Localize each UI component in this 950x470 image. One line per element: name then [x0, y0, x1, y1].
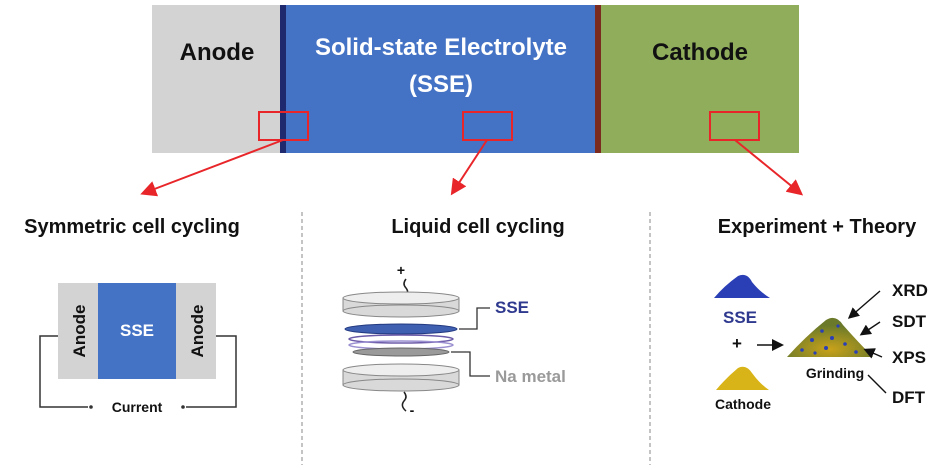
minus-terminal: -: [410, 402, 415, 418]
current-wire: [39, 335, 237, 408]
cathode-powder-label: Cathode: [715, 396, 771, 412]
highlight-box-sse: [462, 111, 513, 141]
top-battery-bar: Anode Solid-state Electrolyte (SSE) Cath…: [152, 5, 799, 153]
liquid-title: Liquid cell cycling: [391, 216, 564, 238]
technique-xrd: XRD: [892, 281, 928, 300]
cathode-region: [601, 5, 799, 153]
symmetric-cell: Anode SSE Anode Current: [39, 283, 237, 415]
mixture-speckles: [800, 324, 858, 355]
xps-arrow: [863, 348, 883, 359]
sse-region: [286, 5, 596, 153]
cathode-powder-pile: [716, 366, 769, 390]
current-label: Current: [112, 399, 163, 415]
sse-label-line1: Solid-state Electrolyte: [315, 34, 567, 61]
highlight-box-anode-interface: [258, 111, 309, 141]
right-anode-block: [176, 283, 216, 379]
wire-dot-left: [89, 405, 93, 409]
bottom-lead: [401, 391, 407, 412]
left-anode-block: [58, 283, 98, 379]
top-cap-face: [342, 291, 460, 305]
cathode-label: Cathode: [652, 39, 748, 66]
dft-connector: [867, 374, 887, 394]
sse-cathode-interface: [595, 5, 601, 153]
technique-xps: XPS: [892, 348, 926, 367]
separator-disc-1: [348, 334, 454, 344]
sse-label-line2: (SSE): [409, 71, 473, 98]
arrow-to-experiment: [734, 139, 804, 196]
plus-terminal: +: [397, 262, 405, 278]
experiment-title: Experiment + Theory: [718, 216, 917, 238]
liquid-cell: + - SSE Na metal: [342, 262, 566, 418]
sse-block-label: SSE: [120, 321, 154, 340]
sse-block: [98, 283, 176, 379]
sse-powder-label: SSE: [723, 308, 757, 327]
arrow-to-liquid: [450, 139, 488, 196]
experiment-theory: SSE + Cathode Grinding XRD SDT XPS DFT: [714, 274, 928, 412]
top-cap-bottom: [342, 304, 460, 318]
technique-dft: DFT: [892, 388, 926, 407]
sse-callout-label: SSE: [495, 298, 529, 317]
anode-label: Anode: [180, 39, 255, 66]
plus-sign: +: [732, 334, 742, 353]
right-anode-label: Anode: [188, 305, 207, 358]
sse-powder-pile: [714, 274, 770, 298]
na-metal-disc: [352, 347, 450, 357]
grinding-label: Grinding: [806, 365, 864, 381]
xrd-arrow: [847, 290, 881, 319]
sse-callout-line: [459, 307, 490, 330]
anode-region: [152, 5, 283, 153]
ground-mixture-pile: [787, 317, 873, 357]
na-metal-label: Na metal: [495, 367, 566, 386]
symmetric-title: Symmetric cell cycling: [24, 216, 240, 238]
left-anode-label: Anode: [70, 305, 89, 358]
bottom-cap-face: [342, 363, 460, 377]
technique-sdt: SDT: [892, 312, 927, 331]
highlight-box-cathode: [709, 111, 760, 141]
sdt-arrow: [859, 321, 881, 336]
anode-sse-interface: [280, 5, 286, 153]
na-callout-line: [451, 351, 490, 377]
bottom-cap-bottom: [342, 378, 460, 392]
sse-disc: [344, 323, 458, 335]
arrow-to-symmetric: [140, 139, 284, 197]
wire-dot-right: [181, 405, 185, 409]
